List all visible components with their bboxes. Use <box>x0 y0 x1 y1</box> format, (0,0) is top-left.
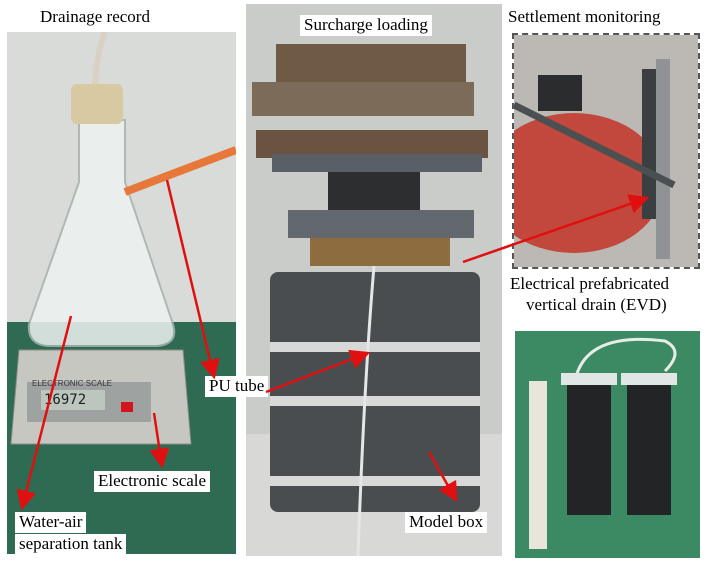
settlement-photo-panel <box>512 33 700 269</box>
electronic-scale-label: Electronic scale <box>94 471 211 492</box>
pu-tube-orange <box>123 146 236 196</box>
scale-brand-text: ELECTRONIC SCALE <box>32 379 113 388</box>
evd-photo-panel <box>515 331 700 558</box>
ruler <box>529 381 547 549</box>
drainage-photo <box>7 32 236 554</box>
evd-label-line2: vertical drain (EVD) <box>526 295 667 314</box>
arrow-water-air-tank <box>16 315 73 511</box>
water-air-label-line1: Water-air <box>15 512 87 533</box>
drainage-photo-panel <box>7 32 236 554</box>
drainage-record-label: Drainage record <box>40 7 150 26</box>
arrow-settlement-monitoring <box>462 194 650 264</box>
pu-tube-label: PU tube <box>205 376 269 397</box>
scale-reading-text: 16972 <box>44 392 87 408</box>
evd-strip-left <box>567 383 611 515</box>
settlement-monitoring-label: Settlement monitoring <box>508 7 661 26</box>
settlement-photo <box>514 35 698 267</box>
center-photo-panel <box>246 4 502 556</box>
model-box-label: Model box <box>405 512 488 533</box>
water-air-label-line2: separation tank <box>15 534 127 555</box>
arrow-pu-tube-left <box>165 179 220 380</box>
evd-label-line1: Electrical prefabricated <box>510 274 670 293</box>
arrow-pu-tube-center <box>265 349 371 394</box>
arrow-electronic-scale <box>149 412 170 469</box>
model-setup-photo <box>246 4 502 556</box>
evd-strip-right <box>627 383 671 515</box>
surcharge-loading-label: Surcharge loading <box>300 15 432 36</box>
arrow-model-box <box>427 451 458 503</box>
flask-stopper <box>71 84 123 124</box>
evd-photo <box>515 331 700 558</box>
